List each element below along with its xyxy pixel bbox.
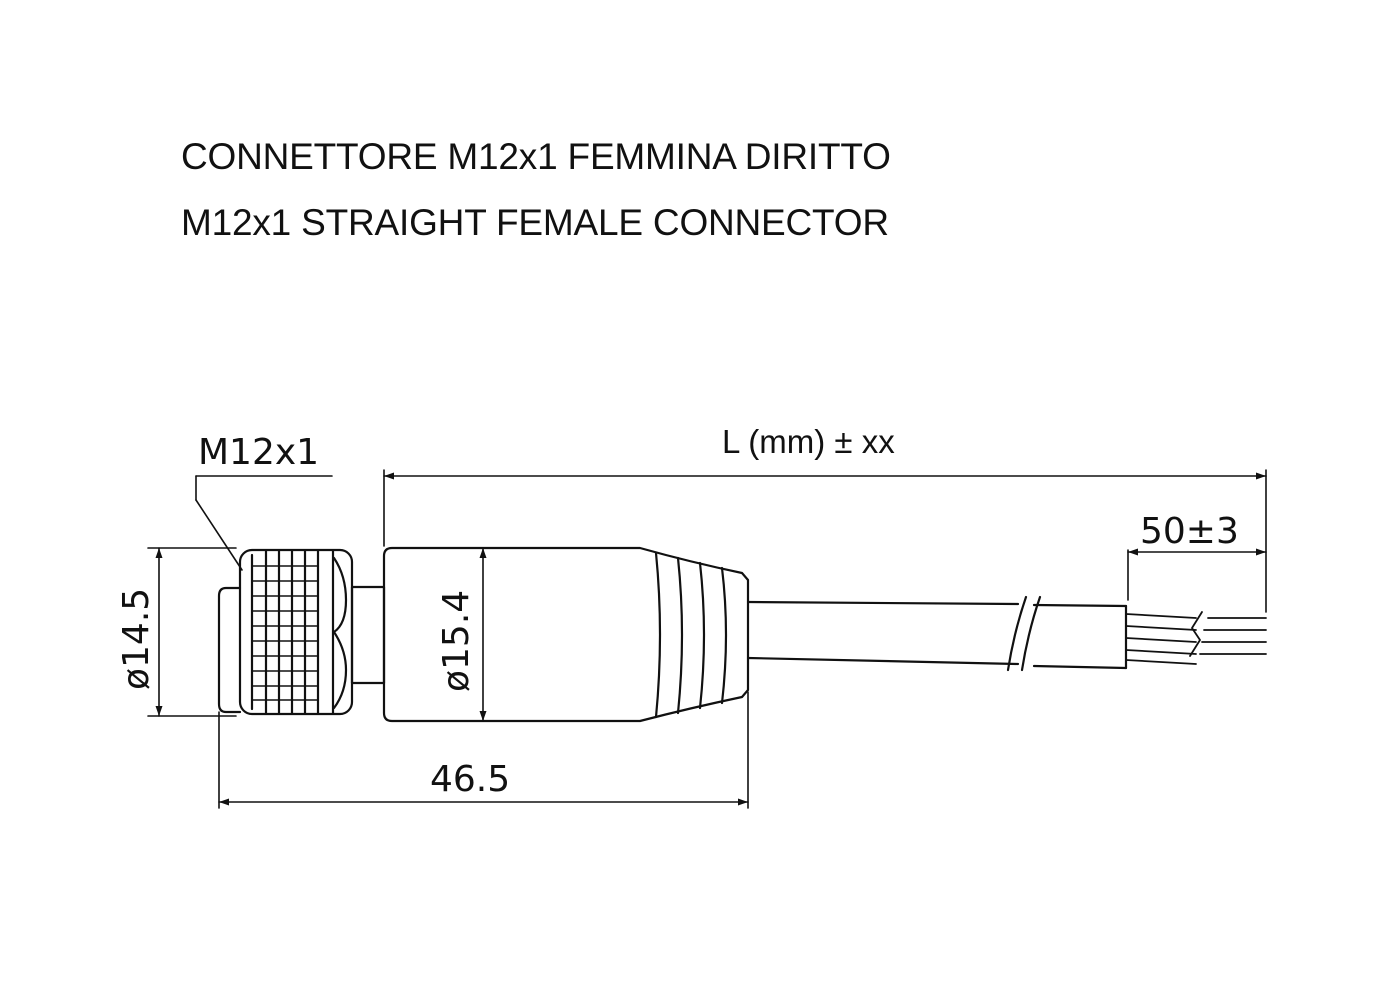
- title-italian: CONNETTORE M12x1 FEMMINA DIRITTO: [181, 136, 891, 177]
- thread-label: M12x1: [198, 432, 319, 473]
- strip-length-label: 50±3: [1140, 511, 1239, 552]
- thread-leader: [195, 475, 333, 571]
- body-diameter-label: ø15.4: [436, 590, 477, 692]
- cable: [746, 595, 1128, 672]
- socket-face: [217, 586, 242, 714]
- connector-neck: [350, 585, 386, 685]
- title-english: M12x1 STRAIGHT FEMALE CONNECTOR: [181, 202, 889, 243]
- cable-length-label: L (mm) ± xx: [722, 423, 895, 460]
- extension-lines: [147, 469, 1267, 809]
- dimension-lines: [155, 472, 1267, 806]
- connector-length-label: 46.5: [430, 759, 510, 800]
- nut-diameter-label: ø14.5: [116, 588, 157, 690]
- coupling-nut: [238, 548, 354, 716]
- stripped-wires: [1125, 611, 1267, 665]
- connector-body: [382, 546, 750, 723]
